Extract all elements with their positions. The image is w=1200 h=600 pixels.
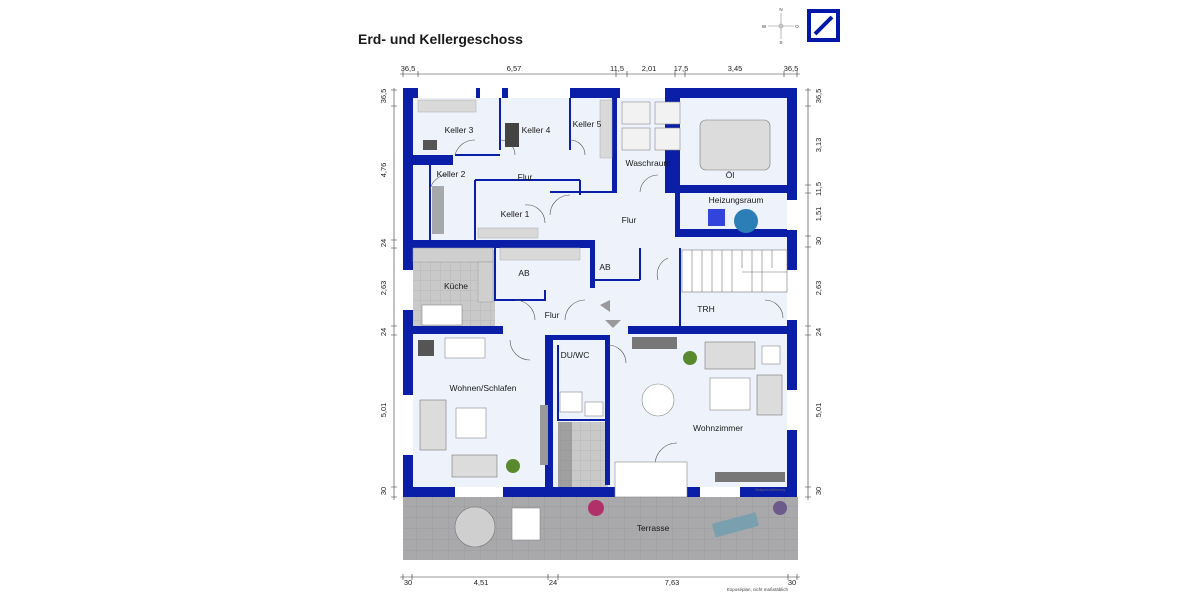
arrow-left-icon (600, 300, 610, 312)
kitchen-counter (412, 247, 494, 263)
dim-top-6: 3,45 (728, 64, 743, 73)
room-labels: Keller 3 Keller 4 Keller 5 Waschraum Öl … (437, 119, 764, 533)
room-keller-4: Keller 4 (522, 125, 551, 135)
dim-right-2: 3,13 (814, 138, 823, 153)
dining-table (444, 337, 486, 359)
sofa-icon (704, 341, 756, 370)
terrace-steps (614, 461, 688, 498)
compass-west: W (762, 24, 767, 29)
footnote: Exposéplan, nicht maßstäblich (727, 587, 789, 592)
dim-top-4: 2,01 (642, 64, 657, 73)
room-waschraum: Waschraum (625, 158, 670, 168)
dim-bottom-3: 24 (549, 578, 557, 587)
room-ab-1: AB (518, 268, 530, 278)
compass-east: O (795, 24, 799, 29)
flowers-icon (588, 500, 604, 516)
dim-bottom-2: 4,51 (474, 578, 489, 587)
bank-logo (807, 9, 840, 42)
flowers-icon (773, 501, 787, 515)
dim-bottom-4: 7,63 (665, 578, 680, 587)
dim-top-7: 36,5 (784, 64, 799, 73)
lounger-icon (711, 512, 760, 538)
kitchen-table (421, 304, 463, 326)
armchair-icon (418, 340, 434, 356)
tv-board (715, 472, 785, 482)
arrow-down-icon (605, 320, 621, 328)
furniture (412, 99, 787, 548)
dim-right-4: 1,51 (814, 207, 823, 222)
round-table (641, 383, 675, 417)
parasol-icon (454, 506, 496, 548)
dim-top-5: 17,5 (674, 64, 689, 73)
room-flur-keller: Flur (518, 172, 533, 182)
dim-left-3: 24 (379, 239, 388, 247)
room-du-wc: DU/WC (561, 350, 590, 360)
water-tank-icon (734, 209, 758, 233)
dim-right-1: 36,5 (814, 89, 823, 104)
dim-left-2: 4,76 (379, 163, 388, 178)
room-flur-eg: Flur (545, 310, 560, 320)
plant-icon (506, 459, 520, 473)
dim-left-6: 5,01 (379, 403, 388, 418)
shelf-icon (505, 123, 519, 147)
oil-tank-icon (699, 119, 771, 171)
dim-top-3: 11,5 (610, 64, 624, 73)
coffee-table (455, 407, 487, 439)
coffee-table (709, 377, 751, 411)
room-keller-3: Keller 3 (445, 125, 474, 135)
boiler-icon (708, 209, 725, 226)
room-terrasse: Terrasse (637, 523, 670, 533)
dimension-lines (391, 71, 811, 580)
room-flur-mitte: Flur (622, 215, 637, 225)
dim-top-1: 36,5 (401, 64, 416, 73)
dryer-icon (654, 101, 681, 125)
ski-icon (432, 186, 444, 234)
walls (403, 88, 797, 497)
sideboard (632, 337, 677, 349)
dim-right-7: 24 (814, 328, 823, 336)
dim-right-3: 11,5 (814, 182, 823, 196)
dim-left-5: 24 (379, 328, 388, 336)
room-oel: Öl (726, 170, 735, 180)
room-keller-2: Keller 2 (437, 169, 466, 179)
room-trh: TRH (697, 304, 714, 314)
furniture-note: Beispielmöblierung (755, 488, 785, 492)
dim-right-6: 2,63 (814, 281, 823, 296)
dim-right-5: 30 (814, 237, 823, 245)
staircase (681, 249, 788, 293)
washer-icon (621, 101, 651, 125)
room-keller-5: Keller 5 (573, 119, 602, 129)
room-wohnzimmer: Wohnzimmer (693, 423, 743, 433)
room-kueche: Küche (444, 281, 468, 291)
dim-bottom-1: 30 (404, 578, 412, 587)
room-heizungsraum: Heizungsraum (709, 195, 764, 205)
thin-walls (429, 98, 681, 421)
dim-right-9: 30 (814, 487, 823, 495)
plant-icon (683, 351, 697, 365)
room-ab-2: AB (599, 262, 611, 272)
garden-table (511, 507, 541, 541)
dim-left-1: 36,5 (379, 89, 388, 104)
compass-north: N (779, 7, 782, 12)
toilet-icon (584, 401, 604, 417)
compass-icon: N S W O (762, 7, 799, 45)
washbasin-icon (559, 391, 583, 413)
crate-icon (423, 140, 437, 150)
page-title: Erd- und Kellergeschoss (358, 31, 523, 47)
dim-right-8: 5,01 (814, 403, 823, 418)
room-wohnen-schlafen: Wohnen/Schlafen (450, 383, 517, 393)
dim-top-2: 6,57 (507, 64, 522, 73)
dim-left-7: 30 (379, 487, 388, 495)
dim-left-4: 2,63 (379, 281, 388, 296)
sofa-icon (419, 399, 447, 451)
room-keller-1: Keller 1 (501, 209, 530, 219)
compass-south: S (779, 40, 782, 45)
dim-bottom-5: 30 (788, 578, 796, 587)
